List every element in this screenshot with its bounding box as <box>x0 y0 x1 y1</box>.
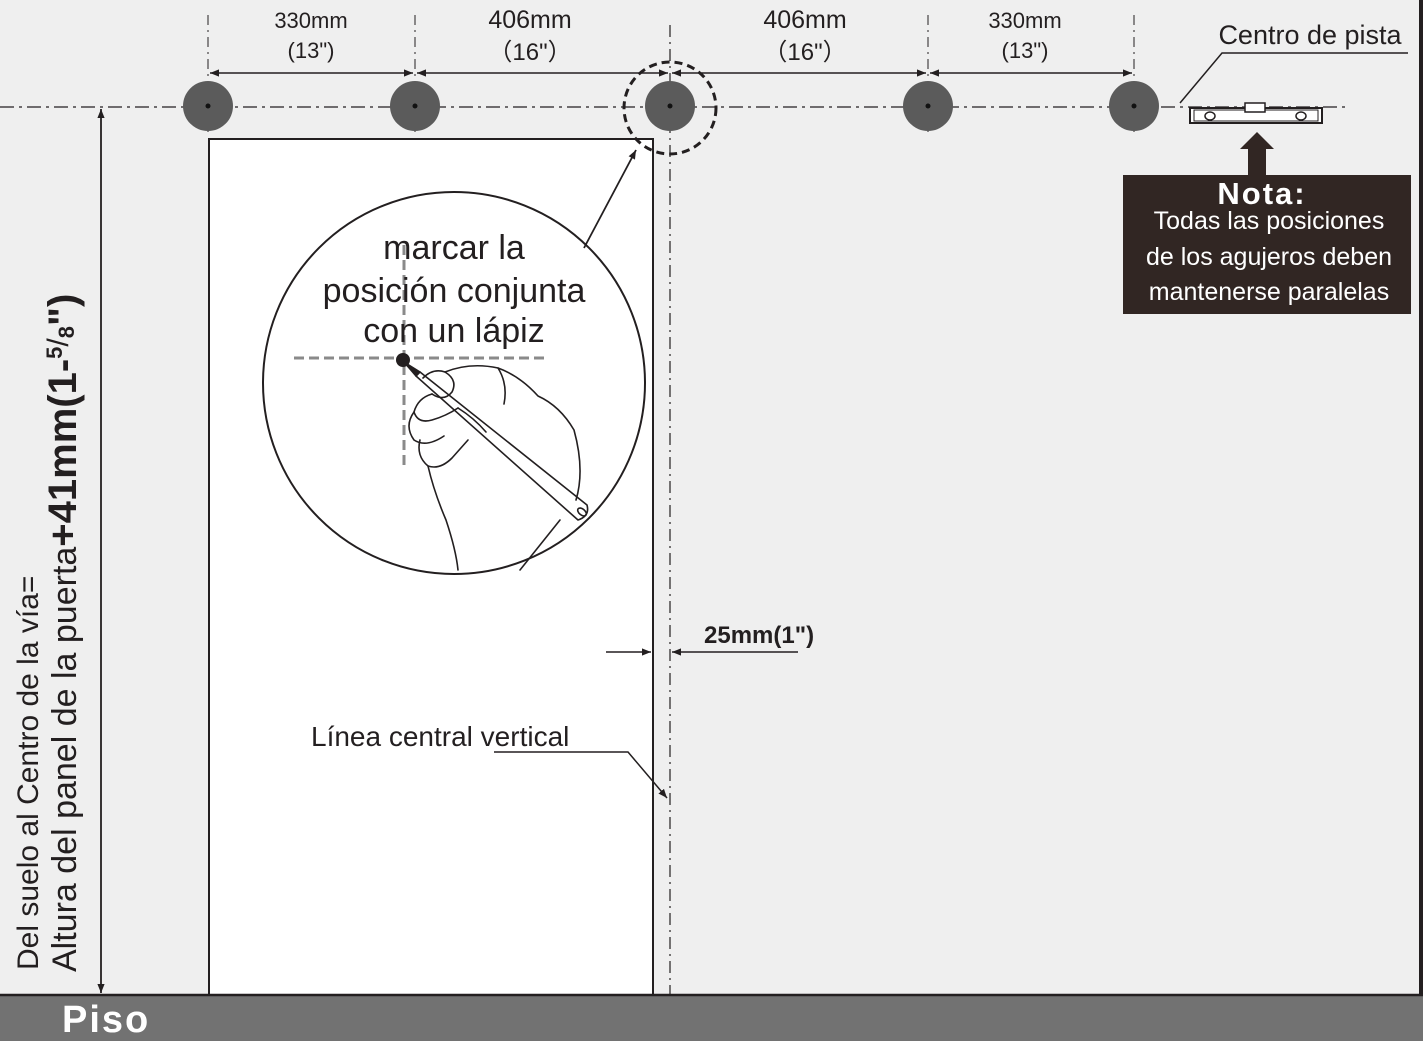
dim-4-in: (13") <box>1002 38 1049 63</box>
mark-text-line-3: con un lápiz <box>363 312 544 350</box>
hand-with-pencil-icon <box>403 361 589 571</box>
dim-3-in: （16"） <box>763 39 846 66</box>
floor-label: Piso <box>62 999 150 1041</box>
mark-text-line-2: posición conjunta <box>323 272 586 310</box>
mark-text-line-1: marcar la <box>383 229 525 267</box>
mounting-holes <box>183 60 1159 156</box>
height-label-line-2: Altura del panel de la puerta+41mm(1-5/8… <box>41 294 85 972</box>
dim-1-in: (13") <box>288 38 335 63</box>
dim-2-in: （16"） <box>488 39 571 66</box>
dim-4-mm: 330mm <box>988 8 1061 33</box>
track-center-leader <box>1179 52 1408 104</box>
height-label-line-1: Del suelo al Centro de la vía= <box>12 576 45 970</box>
dim-2-mm: 406mm <box>488 6 571 34</box>
note-title: Nota: <box>1217 176 1306 211</box>
dimension-labels: 330mm (13") 406mm （16"） 406mm （16"） 330m… <box>274 6 1061 66</box>
gap-label: 25mm(1") <box>704 622 814 649</box>
note-box <box>1123 175 1411 314</box>
track-center-label: Centro de pista <box>1218 20 1402 50</box>
dim-1-mm: 330mm <box>274 8 347 33</box>
note-line-3: mantenerse paralelas <box>1149 278 1389 306</box>
right-border <box>1419 0 1423 995</box>
callout-leader <box>583 149 637 249</box>
note-arrow-icon <box>1240 132 1274 177</box>
note-line-2: de los agujeros deben <box>1146 243 1392 271</box>
note-line-1: Todas las posiciones <box>1154 207 1385 235</box>
height-label: Del suelo al Centro de la vía= Altura de… <box>12 294 85 972</box>
vertical-center-line-label: Línea central vertical <box>311 721 569 752</box>
highlight-circle <box>622 60 718 156</box>
floor-band <box>0 995 1423 1041</box>
vertical-center-leader <box>494 751 668 799</box>
dim-3-mm: 406mm <box>763 6 846 34</box>
level-tool-icon <box>1189 102 1323 124</box>
